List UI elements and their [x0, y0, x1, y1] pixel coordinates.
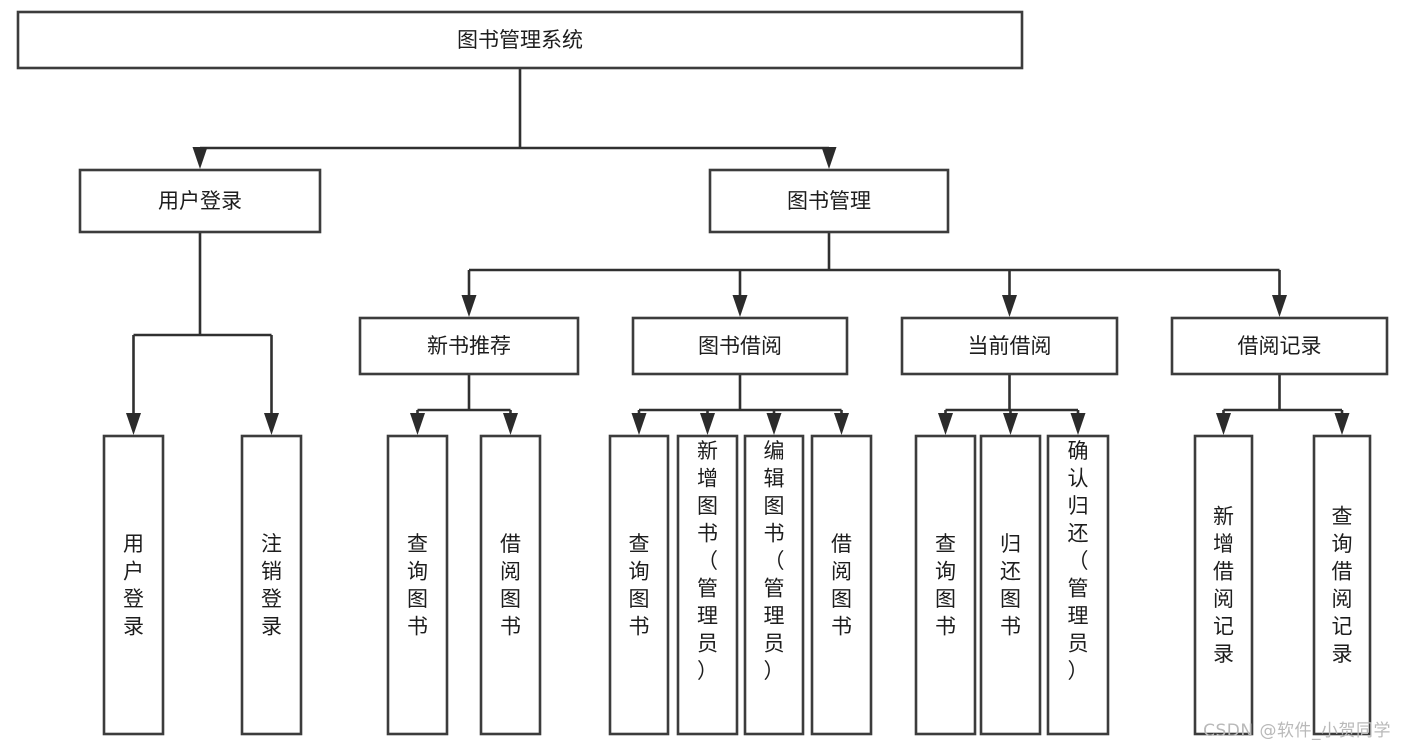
- node-label-current-borrow: 当前借阅: [968, 334, 1052, 358]
- node-box-leaf-user-login: [102, 434, 165, 736]
- node-box-leaf-borrow-book-2: [810, 434, 873, 736]
- node-leaf-return-book[interactable]: 归还图书: [979, 434, 1042, 736]
- node-label-book-borrow: 图书借阅: [698, 334, 782, 358]
- node-label-leaf-logout: 注销登录: [261, 532, 282, 639]
- node-label-leaf-query-book-2: 查询图书: [629, 532, 650, 639]
- node-book-manage[interactable]: 图书管理: [708, 168, 950, 234]
- edges-layer: [126, 68, 1350, 435]
- node-box-leaf-query-book-3: [914, 434, 977, 736]
- node-label-leaf-add-book-admin: 新增图书（管理员）: [697, 439, 718, 683]
- node-leaf-confirm-return[interactable]: 确认归还（管理员）: [1046, 434, 1110, 736]
- node-box-book-borrow: [631, 316, 849, 376]
- node-box-leaf-query-borrow-record: [1312, 434, 1372, 736]
- node-label-leaf-add-borrow-record: 新增借阅记录: [1213, 505, 1234, 667]
- node-box-new-book-recommend: [358, 316, 580, 376]
- node-box-leaf-add-borrow-record: [1193, 434, 1254, 736]
- node-leaf-query-book-2[interactable]: 查询图书: [608, 434, 670, 736]
- node-box-book-manage: [708, 168, 950, 234]
- node-leaf-add-book-admin[interactable]: 新增图书（管理员）: [676, 434, 739, 736]
- node-leaf-logout[interactable]: 注销登录: [240, 434, 303, 736]
- node-leaf-query-borrow-record[interactable]: 查询借阅记录: [1312, 434, 1372, 736]
- node-label-leaf-return-book: 归还图书: [1000, 532, 1021, 639]
- node-user-login[interactable]: 用户登录: [78, 168, 322, 234]
- node-leaf-query-book-3[interactable]: 查询图书: [914, 434, 977, 736]
- node-box-leaf-borrow-book-1: [479, 434, 542, 736]
- watermark: CSDN @软件_小贺同学: [1203, 721, 1391, 741]
- node-leaf-add-borrow-record[interactable]: 新增借阅记录: [1193, 434, 1254, 736]
- node-box-leaf-query-book-1: [386, 434, 449, 736]
- node-root[interactable]: 图书管理系统: [16, 10, 1024, 70]
- node-leaf-edit-book-admin[interactable]: 编辑图书（管理员）: [743, 434, 805, 736]
- nodes-layer: 图书管理系统用户登录图书管理新书推荐图书借阅当前借阅借阅记录用户登录注销登录查询…: [16, 10, 1389, 736]
- node-label-borrow-record: 借阅记录: [1238, 334, 1322, 358]
- node-label-leaf-query-book-1: 查询图书: [407, 532, 428, 639]
- node-book-borrow[interactable]: 图书借阅: [631, 316, 849, 376]
- node-box-leaf-add-book-admin: [676, 434, 739, 736]
- node-box-leaf-query-book-2: [608, 434, 670, 736]
- node-label-root: 图书管理系统: [457, 28, 583, 52]
- node-box-leaf-edit-book-admin: [743, 434, 805, 736]
- node-box-current-borrow: [900, 316, 1119, 376]
- node-box-user-login: [78, 168, 322, 234]
- node-label-leaf-query-book-3: 查询图书: [935, 532, 956, 639]
- node-box-root: [16, 10, 1024, 70]
- node-label-book-manage: 图书管理: [787, 189, 871, 213]
- node-new-book-recommend[interactable]: 新书推荐: [358, 316, 580, 376]
- node-label-user-login: 用户登录: [158, 189, 242, 213]
- node-label-leaf-query-borrow-record: 查询借阅记录: [1332, 505, 1353, 667]
- node-label-leaf-edit-book-admin: 编辑图书（管理员）: [764, 439, 785, 683]
- node-box-leaf-logout: [240, 434, 303, 736]
- node-box-borrow-record: [1170, 316, 1389, 376]
- node-leaf-borrow-book-2[interactable]: 借阅图书: [810, 434, 873, 736]
- node-box-leaf-confirm-return: [1046, 434, 1110, 736]
- node-leaf-query-book-1[interactable]: 查询图书: [386, 434, 449, 736]
- node-leaf-user-login[interactable]: 用户登录: [102, 434, 165, 736]
- node-label-leaf-borrow-book-1: 借阅图书: [500, 532, 521, 639]
- node-box-leaf-return-book: [979, 434, 1042, 736]
- node-label-new-book-recommend: 新书推荐: [427, 334, 511, 358]
- node-label-leaf-borrow-book-2: 借阅图书: [831, 532, 852, 639]
- node-label-leaf-confirm-return: 确认归还（管理员）: [1068, 439, 1089, 683]
- node-leaf-borrow-book-1[interactable]: 借阅图书: [479, 434, 542, 736]
- node-borrow-record[interactable]: 借阅记录: [1170, 316, 1389, 376]
- node-current-borrow[interactable]: 当前借阅: [900, 316, 1119, 376]
- node-label-leaf-user-login: 用户登录: [123, 532, 144, 639]
